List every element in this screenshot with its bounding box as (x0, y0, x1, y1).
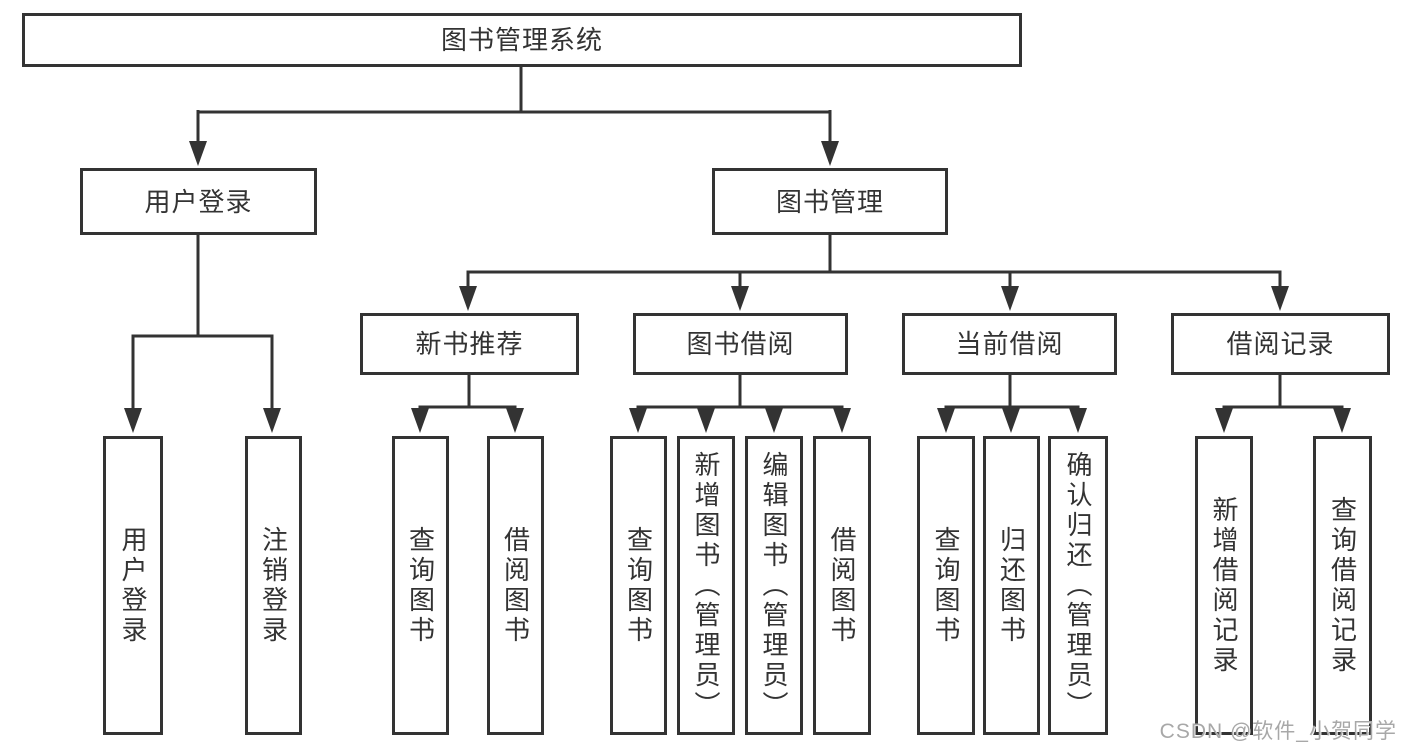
leaf-add-borrow-record: 新增借阅记录 (1195, 436, 1253, 735)
leaf-query-books-current: 查询图书 (917, 436, 975, 735)
node-borrow-records: 借阅记录 (1171, 313, 1390, 375)
node-library-management-system: 图书管理系统 (22, 13, 1022, 67)
node-book-management: 图书管理 (712, 168, 948, 235)
node-new-book-recommend: 新书推荐 (360, 313, 579, 375)
leaf-return-book: 归还图书 (983, 436, 1040, 735)
leaf-borrow-books: 借阅图书 (813, 436, 871, 735)
leaf-edit-book-admin: 编辑图书（管理员） (745, 436, 803, 735)
leaf-logout: 注销登录 (245, 436, 302, 735)
node-book-borrow: 图书借阅 (633, 313, 848, 375)
leaf-user-login: 用户登录 (103, 436, 163, 735)
node-user-login: 用户登录 (80, 168, 317, 235)
leaf-query-borrow-record: 查询借阅记录 (1313, 436, 1372, 735)
leaf-query-books-recommend: 查询图书 (392, 436, 449, 735)
arrowheads (124, 141, 1351, 433)
watermark: CSDN @软件_小贺同学 (1159, 720, 1397, 743)
leaf-add-book-admin: 新增图书（管理员） (677, 436, 735, 735)
node-current-borrow: 当前借阅 (902, 313, 1117, 375)
leaf-borrow-books-recommend: 借阅图书 (487, 436, 544, 735)
leaf-query-books-borrow: 查询图书 (610, 436, 667, 735)
leaf-confirm-return-admin: 确认归还（管理员） (1048, 436, 1108, 735)
